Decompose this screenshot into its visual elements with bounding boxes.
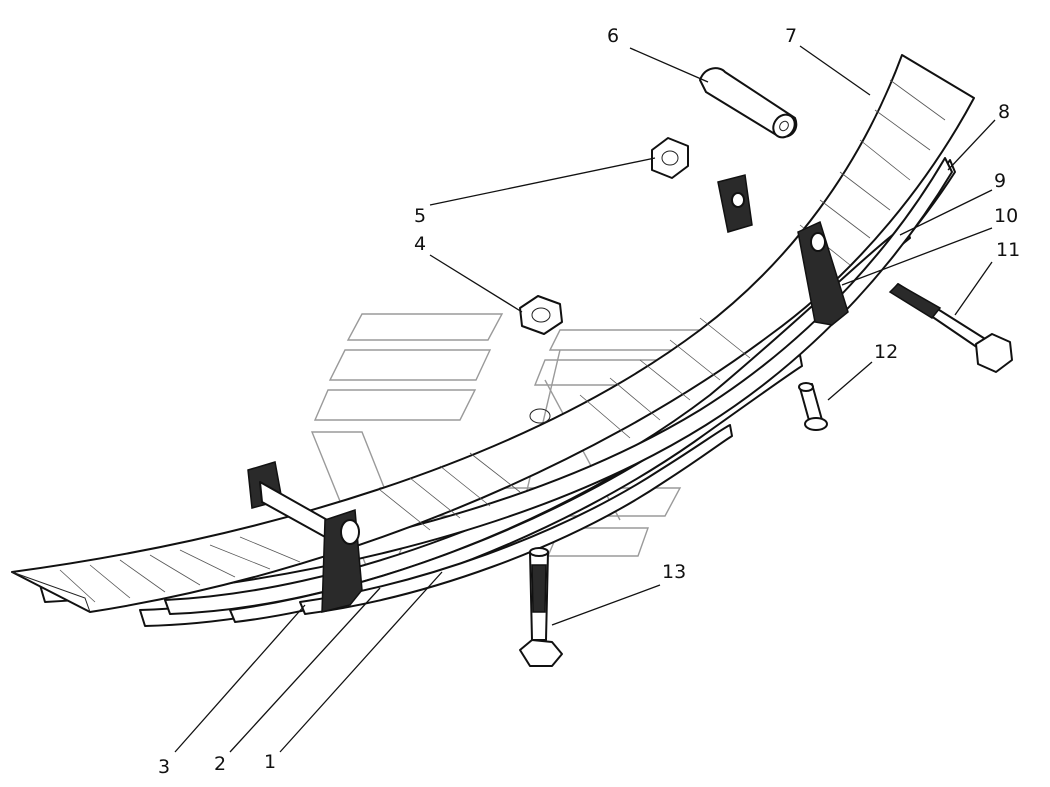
callout-11: 11	[996, 239, 1020, 261]
callout-6: 6	[607, 25, 619, 47]
spring-leaf-main	[11, 54, 975, 613]
bolt-long	[888, 283, 1013, 373]
callout-2: 2	[214, 753, 226, 775]
callout-12: 12	[874, 341, 898, 363]
spring-clamp-left	[247, 461, 363, 613]
callout-8: 8	[998, 101, 1010, 123]
bolt-short	[798, 382, 828, 431]
center-bolt-hole	[529, 408, 551, 424]
callout-7: 7	[785, 25, 797, 47]
callout-5: 5	[414, 205, 426, 227]
callout-13: 13	[662, 561, 686, 583]
leaf-hatching	[59, 79, 946, 603]
spacer-tube	[699, 67, 798, 139]
center-bolt	[519, 547, 563, 667]
callout-3: 3	[158, 756, 170, 778]
spring-clamp-right	[717, 174, 849, 326]
callout-10: 10	[994, 205, 1018, 227]
nut-large	[651, 137, 689, 179]
callout-9: 9	[994, 170, 1006, 192]
leader-lines	[174, 45, 996, 753]
nut-center	[519, 295, 563, 335]
callout-1: 1	[264, 751, 276, 773]
callout-4: 4	[414, 233, 426, 255]
spring-leaf-second	[39, 157, 953, 603]
callout-labels: 1 2 3 4 5 6 7 8 9 10 11 12 13	[158, 25, 1020, 778]
